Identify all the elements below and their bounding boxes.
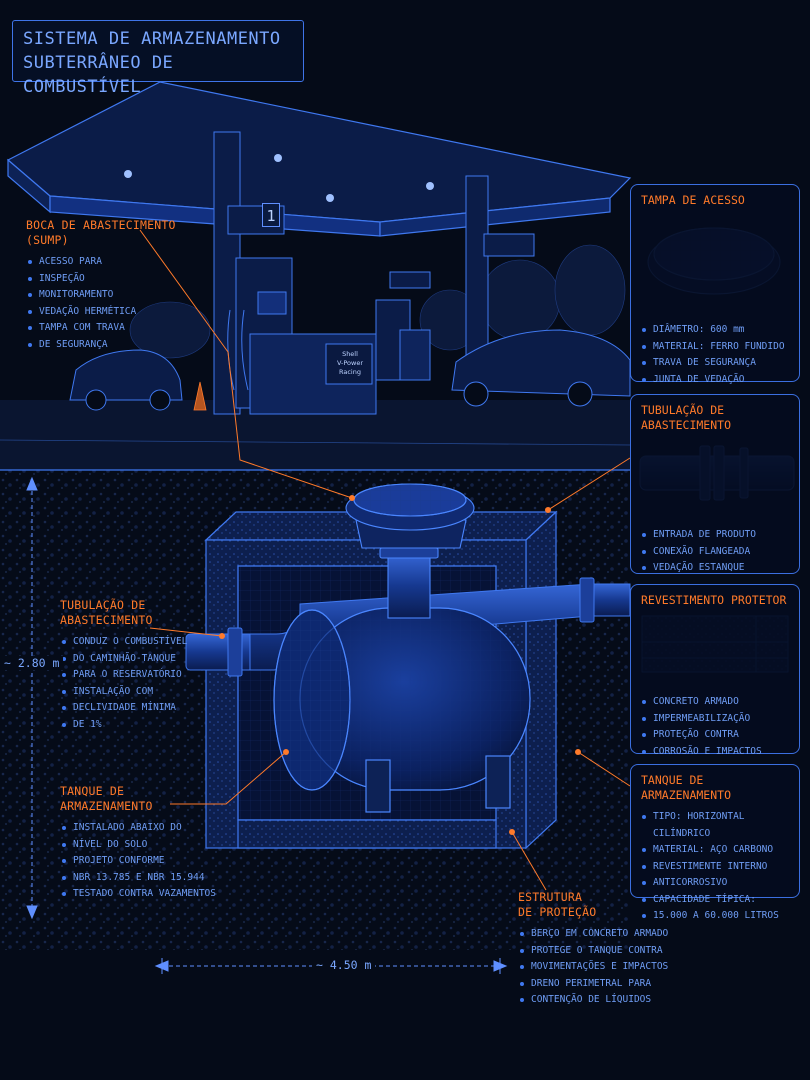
list-item: TIPO: HORIZONTAL CILÍNDRICO	[641, 809, 789, 842]
list-item: MATERIAL: AÇO CARBONO	[641, 842, 789, 859]
list-item: MOVIMENTAÇÕES E IMPACTOS	[518, 959, 708, 976]
list-item: VEDAÇÃO HERMÉTICA	[26, 304, 226, 321]
list-item: INSTALADO ABAIXO DO	[60, 820, 240, 837]
depth-dimension-label: ~ 2.80 m	[0, 656, 64, 670]
brand-line: Racing	[339, 368, 361, 376]
panel-heading: TANQUE DE ARMAZENAMENTO	[641, 773, 732, 802]
list-item: MONITORAMENTO	[26, 287, 226, 304]
panel-list: DIÂMETRO: 600 mm MATERIAL: FERRO FUNDIDO…	[641, 322, 789, 388]
callout-tank: TANQUE DE ARMAZENAMENTO INSTALADO ABAIXO…	[60, 784, 240, 903]
list-item: NBR 13.785 E NBR 15.944	[60, 870, 240, 887]
callout-heading: BOCA DE ABASTECIMENTO	[26, 218, 176, 232]
callout-sump: BOCA DE ABASTECIMENTO (SUMP) ACESSO PARA…	[26, 218, 226, 353]
list-item: TRAVA DE SEGURANÇA	[641, 355, 789, 372]
callout-fill-pipe: TUBULAÇÃO DE ABASTECIMENTO CONDUZ O COMB…	[60, 598, 220, 733]
panel-protective-coating: REVESTIMENTO PROTETOR CONCRETO ARMADO IM…	[630, 584, 800, 757]
callout-list: BERÇO EM CONCRETO ARMADO PROTEGE O TANQU…	[518, 926, 708, 1009]
title-box: SISTEMA DE ARMAZENAMENTO SUBTERRÂNEO DE …	[12, 20, 304, 97]
width-dimension-label: ~ 4.50 m	[312, 958, 376, 972]
title-line-1: SISTEMA DE ARMAZENAMENTO	[23, 29, 281, 49]
panel-list: CONCRETO ARMADO IMPERMEABILIZAÇÃO PROTEÇ…	[641, 694, 789, 760]
callout-heading: TUBULAÇÃO DE	[60, 598, 146, 612]
pump-number: 1	[262, 203, 280, 227]
title-line-2: SUBTERRÂNEO DE COMBUSTÍVEL	[23, 53, 174, 97]
panel-heading: REVESTIMENTO PROTETOR	[641, 593, 787, 607]
list-item: MATERIAL: FERRO FUNDIDO	[641, 339, 789, 356]
panel-fill-pipe: TUBULAÇÃO DE ABASTECIMENTO ENTRADA DE PR…	[630, 394, 800, 574]
callout-list: CONDUZ O COMBUSTÍVEL DO CAMINHÃO-TANQUE …	[60, 634, 220, 733]
callout-heading: TANQUE DE	[60, 784, 125, 798]
list-item: PARA O RESERVATÓRIO	[60, 667, 220, 684]
callout-heading: ESTRUTURA	[518, 890, 583, 904]
callout-list: ACESSO PARA INSPEÇÃO MONITORAMENTO VEDAÇ…	[26, 254, 226, 353]
fuel-dispenser	[227, 257, 431, 415]
list-item: VEDAÇÃO ESTANQUE	[641, 560, 789, 577]
car-right	[451, 329, 631, 407]
callout-heading: ARMAZENAMENTO	[60, 799, 153, 813]
list-item: CAPACIDADE TÍPICA:	[641, 892, 789, 909]
leader-dots	[219, 495, 581, 835]
list-item: DECLIVIDADE MÍNIMA	[60, 700, 220, 717]
list-item: NÍVEL DO SOLO	[60, 837, 240, 854]
leader-lines	[139, 229, 631, 891]
panel-heading: ABASTECIMENTO	[641, 418, 732, 432]
callout-list: INSTALADO ABAIXO DO NÍVEL DO SOLO PROJET…	[60, 820, 240, 903]
list-item: INSTALAÇÃO COM	[60, 684, 220, 701]
list-item: CONDUZ O COMBUSTÍVEL	[60, 634, 220, 651]
panel-heading: TUBULAÇÃO DE	[641, 403, 725, 417]
callout-structure: ESTRUTURA DE PROTEÇÃO BERÇO EM CONCRETO …	[518, 890, 708, 1009]
background-trees	[129, 244, 626, 359]
list-item: CONEXÃO FLANGEADA	[641, 544, 789, 561]
panel-storage-tank: TANQUE DE ARMAZENAMENTO TIPO: HORIZONTAL…	[630, 764, 800, 921]
pipe-illustration	[641, 439, 789, 519]
list-item: PROTEÇÃO CONTRA	[641, 727, 789, 744]
list-item: DO CAMINHÃO-TANQUE	[60, 651, 220, 668]
list-item: INSPEÇÃO	[26, 271, 226, 288]
list-item: CONTENÇÃO DE LÍQUIDOS	[518, 992, 708, 1009]
panel-access-cover: TAMPA DE ACESSO DIÂMETRO: 600 mm MATERIA…	[630, 184, 800, 385]
car-left	[69, 349, 183, 411]
list-item: JUNTA DE VEDAÇÃO	[641, 372, 789, 389]
list-item: DE SEGURANÇA	[26, 337, 226, 354]
dispenser-brand: Shell V-Power Racing	[329, 350, 371, 377]
panel-list: ENTRADA DE PRODUTO CONEXÃO FLANGEADA VED…	[641, 527, 789, 577]
list-item: ENTRADA DE PRODUTO	[641, 527, 789, 544]
list-item: PROJETO CONFORME	[60, 853, 240, 870]
list-item: ACESSO PARA	[26, 254, 226, 271]
list-item: DIÂMETRO: 600 mm	[641, 322, 789, 339]
storage-tank	[273, 607, 531, 813]
sump-riser	[345, 483, 475, 619]
cover-illustration	[641, 214, 789, 314]
list-item: TAMPA COM TRAVA	[26, 320, 226, 337]
list-item: ANTICORROSIVO	[641, 875, 789, 892]
list-item: DRENO PERIMETRAL PARA	[518, 976, 708, 993]
list-item: PROTEGE O TANQUE CONTRA	[518, 943, 708, 960]
list-item: TESTADO CONTRA VAZAMENTOS	[60, 886, 240, 903]
panel-list: TIPO: HORIZONTAL CILÍNDRICO MATERIAL: AÇ…	[641, 809, 789, 925]
brand-line: V-Power	[336, 359, 364, 367]
list-item: CORROSÃO E IMPACTOS	[641, 744, 789, 761]
list-item: IMPERMEABILIZAÇÃO	[641, 711, 789, 728]
traffic-cone	[193, 381, 207, 411]
panel-heading: TAMPA DE ACESSO	[641, 193, 745, 207]
list-item: DE 1%	[60, 717, 220, 734]
coating-illustration	[641, 614, 789, 686]
list-item: CONCRETO ARMADO	[641, 694, 789, 711]
station-canopy	[6, 81, 632, 237]
list-item: BERÇO EM CONCRETO ARMADO	[518, 926, 708, 943]
callout-heading: ABASTECIMENTO	[60, 613, 153, 627]
list-item: 15.000 A 60.000 LITROS	[641, 908, 789, 925]
callout-heading: (SUMP)	[26, 233, 69, 247]
brand-line: Shell	[342, 350, 358, 358]
list-item: REVESTIMENTE INTERNO	[641, 859, 789, 876]
callout-heading: DE PROTEÇÃO	[518, 905, 597, 919]
